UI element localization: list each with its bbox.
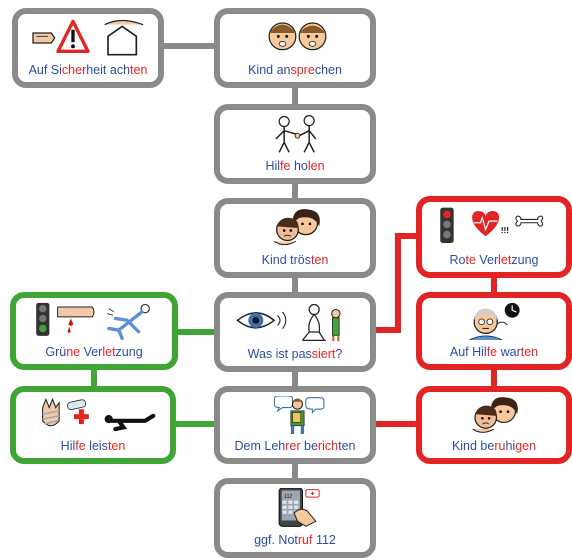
label-syllable: let [102, 345, 116, 359]
label-syllable: Auf Si [28, 63, 62, 77]
label-syllable: Ver [80, 345, 103, 359]
label-syllable: Hil [265, 159, 281, 173]
label-syllable: zung [115, 345, 143, 359]
label-syllable: ho [290, 159, 308, 173]
label-syllable: hi [505, 439, 516, 453]
label-syllable: Kind be [451, 439, 495, 453]
label-syllable: Kind an [248, 63, 291, 77]
step-card-safety: Auf Sicherheit achten [12, 8, 164, 88]
step-card-speak: Kind ansprechen [214, 8, 376, 88]
label-syllable: fe [280, 159, 291, 173]
warning-house-icon [22, 18, 154, 58]
label-syllable: Was ist pas [247, 347, 312, 361]
step-card-help: Hilfe holen [214, 104, 376, 184]
red-traffic-light-icon: !!! [426, 206, 562, 248]
label-syllable: chen [314, 63, 342, 77]
label-syllable: Grü [45, 345, 67, 359]
connector-what-red [372, 233, 416, 333]
step-card-first-aid: Hilfe leisten [10, 386, 176, 464]
label-syllable: ru [494, 439, 506, 453]
step-card-teacher: Dem Lehrer berichten [214, 386, 376, 464]
label-syllable: zung [511, 253, 539, 267]
faces-talking-icon [224, 18, 366, 58]
comforting-child-icon [224, 208, 366, 248]
label-syllable: cher [61, 63, 87, 77]
step-card-red-injury: !!! Rote Verletzung [416, 196, 572, 278]
reporting-person-icon [224, 396, 366, 434]
people-helping-icon [224, 114, 366, 154]
label-syllable: ten [520, 345, 539, 359]
label-syllable: gen [515, 439, 537, 453]
label-syllable: siert [311, 347, 336, 361]
svg-text:112: 112 [284, 494, 292, 500]
step-card-wait: Auf Hilfe warten [416, 292, 572, 370]
step-card-what: Was ist passiert? [214, 292, 376, 372]
step-label-calm: Kind beruhigen [422, 438, 566, 454]
label-syllable: be [300, 439, 318, 453]
label-syllable: rer [285, 439, 301, 453]
phone-112-icon: 112 [224, 488, 366, 528]
step-label-first-aid: Hilfe leisten [16, 438, 170, 454]
step-card-call: 112 ggf. Notruf 112 [214, 478, 376, 558]
label-syllable: Dem Leh [234, 439, 286, 453]
svg-text:!!!: !!! [501, 225, 509, 235]
step-card-comfort: Kind trösten [214, 198, 376, 278]
label-syllable: ruf [297, 533, 313, 547]
step-label-teacher: Dem Lehrer berichten [220, 438, 370, 454]
label-syllable: heit ach [86, 63, 131, 77]
eye-doctor-icon [224, 302, 366, 342]
label-syllable: Kind trös [261, 253, 311, 267]
step-label-speak: Kind ansprechen [220, 62, 370, 78]
label-syllable: Ver [475, 253, 499, 267]
label-syllable: spre [290, 63, 315, 77]
step-label-red-injury: Rote Verletzung [422, 252, 566, 268]
label-syllable: ? [335, 347, 343, 361]
label-syllable: leis [85, 439, 108, 453]
label-syllable: ten [130, 63, 148, 77]
step-label-help: Hilfe holen [220, 158, 370, 174]
step-label-comfort: Kind trösten [220, 252, 370, 268]
label-syllable: fe [486, 345, 498, 359]
label-syllable: let [498, 253, 512, 267]
step-card-green-injury: Grüne Verletzung [10, 292, 178, 370]
label-syllable: fe [75, 439, 86, 453]
label-syllable: Ro [449, 253, 466, 267]
label-syllable: ten [107, 439, 126, 453]
step-card-calm: Kind beruhigen [416, 386, 572, 464]
label-syllable: war [497, 345, 521, 359]
label-syllable: te [465, 253, 476, 267]
waiting-clock-icon [426, 302, 562, 340]
label-syllable: ggf. Not [254, 533, 298, 547]
green-traffic-light-icon [20, 302, 168, 340]
step-label-safety: Auf Sicherheit achten [18, 62, 158, 78]
first-aid-icon [20, 396, 166, 434]
label-syllable: 112 [312, 533, 336, 547]
label-syllable: Hil [60, 439, 76, 453]
step-label-wait: Auf Hilfe warten [422, 344, 566, 360]
step-label-green-injury: Grüne Verletzung [16, 344, 172, 360]
label-syllable: ten [310, 253, 329, 267]
step-label-what: Was ist passiert? [220, 346, 370, 362]
step-label-call: ggf. Notruf 112 [220, 532, 370, 548]
label-syllable: ne [66, 345, 81, 359]
label-syllable: ten [338, 439, 356, 453]
label-syllable: rich [317, 439, 339, 453]
label-syllable: Auf Hil [449, 345, 487, 359]
label-syllable: len [307, 159, 325, 173]
calming-child-icon [426, 396, 562, 434]
